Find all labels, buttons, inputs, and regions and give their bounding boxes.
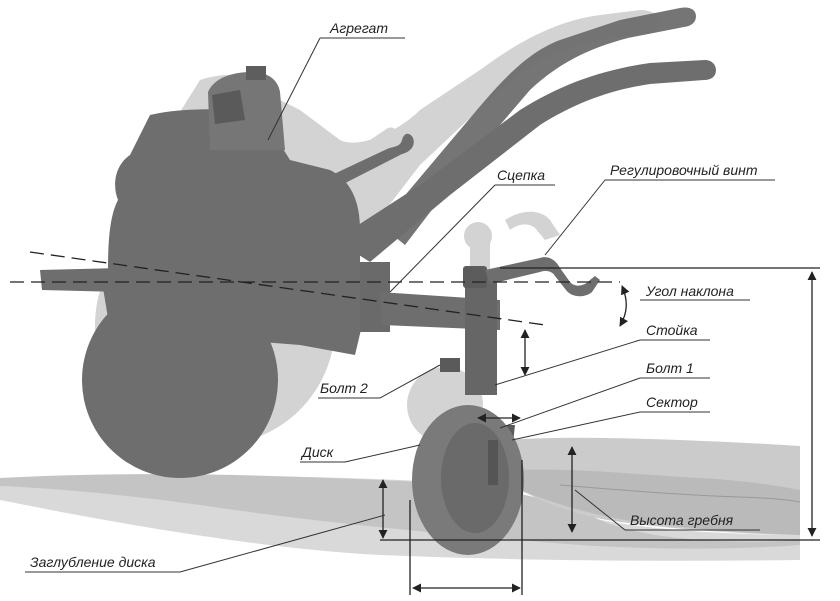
ridge — [505, 437, 801, 535]
machine — [40, 7, 716, 555]
label-agregat: Агрегат — [329, 20, 388, 36]
leader-vysota-diag — [574, 489, 626, 531]
leader-disk-diag — [344, 444, 421, 463]
leader-zaglublenie-diag — [179, 514, 386, 573]
dashed-axis-2 — [29, 251, 546, 326]
label-reg-vint: Регулировочный винт — [610, 162, 758, 178]
leader-stoika-diag — [494, 339, 641, 386]
label-stoika: Стойка — [646, 322, 698, 338]
label-vysota: Высота гребня — [630, 512, 734, 528]
leader-agregat-diag — [267, 37, 321, 141]
label-bolt2: Болт 2 — [320, 380, 368, 396]
label-ugol: Угол наклона — [645, 283, 734, 299]
angle-arc — [619, 285, 630, 327]
leader-scepka-diag — [389, 184, 496, 293]
label-sektor: Сектор — [646, 394, 698, 410]
label-scepka: Сцепка — [497, 167, 545, 183]
label-zaglublenie: Заглубление диска — [30, 554, 156, 570]
construction-lines — [10, 251, 820, 595]
leader-bolt1-diag — [499, 377, 641, 429]
label-bolt1: Болт 1 — [646, 360, 694, 376]
label-disk: Диск — [300, 444, 335, 460]
leader-sektor-diag — [511, 411, 641, 441]
leader-regvint-diag — [544, 179, 606, 256]
leader-bolt2-diag — [379, 364, 441, 399]
labels: Агрегат Сцепка Регулировочный винт Угол … — [30, 20, 758, 570]
leader-lines — [25, 37, 775, 573]
